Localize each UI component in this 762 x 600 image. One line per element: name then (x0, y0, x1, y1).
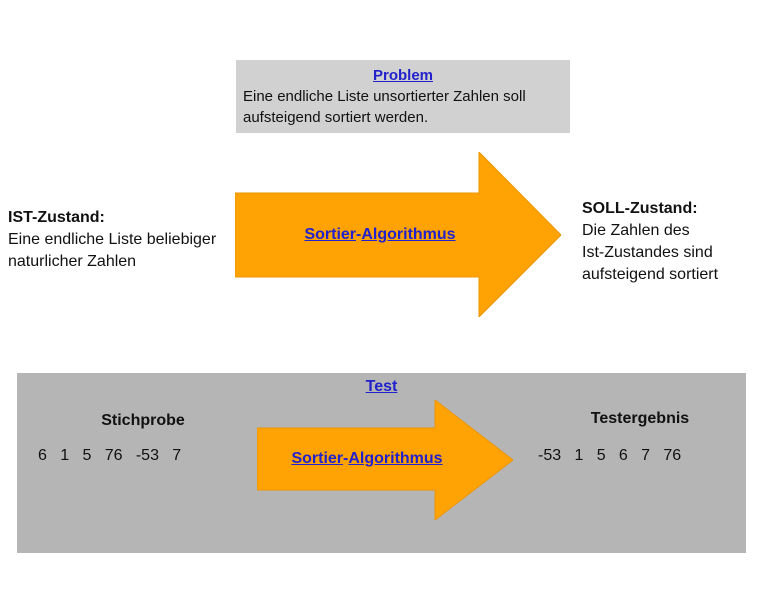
main-arrow-shape (235, 152, 561, 317)
test-box: Test Stichprobe 6 1 5 76 -53 7 Sortier-A… (17, 373, 746, 553)
testergebnis-heading: Testergebnis (590, 410, 690, 427)
soll-block: SOLL-Zustand: Die Zahlen des Ist-Zustand… (582, 198, 718, 286)
soll-heading: SOLL-Zustand: (582, 200, 698, 217)
result-values: -53 1 5 6 7 76 (538, 447, 682, 464)
hyphen-separator: - (356, 226, 362, 243)
ist-line-1: Eine endliche Liste beliebiger (8, 231, 217, 248)
sample-values: 6 1 5 76 -53 7 (38, 447, 182, 464)
test-sortier-link[interactable]: Sortier (291, 450, 344, 467)
sortier-link[interactable]: Sortier (304, 226, 357, 243)
main-arrow (235, 152, 561, 317)
soll-line-1: Die Zahlen des (582, 222, 690, 239)
ist-line-2: naturlicher Zahlen (8, 253, 137, 270)
test-arrow-label: Sortier-Algorithmus (267, 428, 467, 490)
test-arrow-shape (257, 400, 513, 520)
soll-line-2: Ist-Zustandes sind (582, 244, 713, 261)
problem-text-line-1: Eine endliche Liste unsortierter Zahlen … (243, 88, 526, 105)
ist-heading: IST-Zustand: (8, 209, 105, 226)
ist-block: IST-Zustand: Eine endliche Liste beliebi… (8, 207, 216, 273)
test-arrow (257, 400, 513, 520)
test-title-row: Test (17, 378, 746, 396)
problem-text-line-2: aufsteigend sortiert werden. (243, 109, 429, 126)
test-hyphen-separator: - (343, 450, 349, 467)
test-link[interactable]: Test (365, 378, 398, 395)
stichprobe-heading: Stichprobe (101, 412, 185, 429)
algorithmus-link[interactable]: Algorithmus (361, 226, 456, 243)
problem-link[interactable]: Problem (372, 67, 433, 84)
problem-box: Problem Eine endliche Liste unsortierter… (236, 60, 570, 133)
main-arrow-label: Sortier-Algorithmus (245, 193, 515, 277)
test-algorithmus-link[interactable]: Algorithmus (348, 450, 443, 467)
soll-line-3: aufsteigend sortiert (582, 266, 719, 283)
